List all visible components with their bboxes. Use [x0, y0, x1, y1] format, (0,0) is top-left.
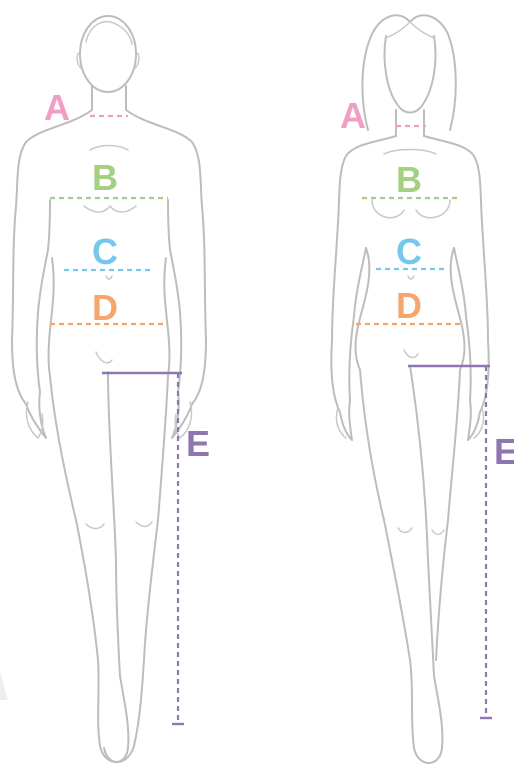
male-label-e: E [186, 423, 210, 464]
male-right-leg [104, 376, 168, 762]
female-navel [408, 276, 414, 279]
male-label-b: B [92, 157, 118, 198]
female-hair-part [386, 22, 434, 38]
female-label-e: E [494, 431, 514, 472]
male-head [80, 16, 136, 92]
female-knee-left [398, 528, 412, 533]
female-collarbone [384, 150, 436, 155]
male-chest-right [110, 206, 136, 212]
corner-shape [0, 672, 8, 700]
female-groin [404, 350, 418, 357]
female-face [385, 36, 436, 113]
female-label-b: B [396, 159, 422, 200]
female-right-leg [436, 370, 460, 660]
female-right-hand [474, 408, 484, 438]
male-collarbone [90, 146, 128, 151]
male-label-d: D [92, 287, 118, 328]
male-label-a: A [44, 87, 70, 128]
male-knee-right [136, 522, 152, 527]
male-left-leg [50, 372, 128, 762]
male-navel [106, 276, 112, 279]
female-left-hand [336, 408, 346, 438]
female-bust-left [372, 200, 404, 218]
male-hip-left [49, 258, 54, 376]
female-label-d: D [396, 285, 422, 326]
male-chest-left [84, 206, 110, 212]
male-groin [96, 352, 112, 363]
male-figure [12, 16, 206, 762]
male-knee-left [86, 524, 104, 529]
female-right-side [424, 136, 489, 440]
female-left-side [331, 136, 396, 440]
male-hip-right [164, 258, 169, 376]
male-right-side [126, 110, 206, 438]
male-label-c: C [92, 231, 118, 272]
female-knee-right [432, 530, 444, 535]
female-label-c: C [396, 231, 422, 272]
female-label-a: A [340, 95, 366, 136]
female-bust-right [416, 200, 450, 218]
female-left-leg [360, 366, 442, 763]
